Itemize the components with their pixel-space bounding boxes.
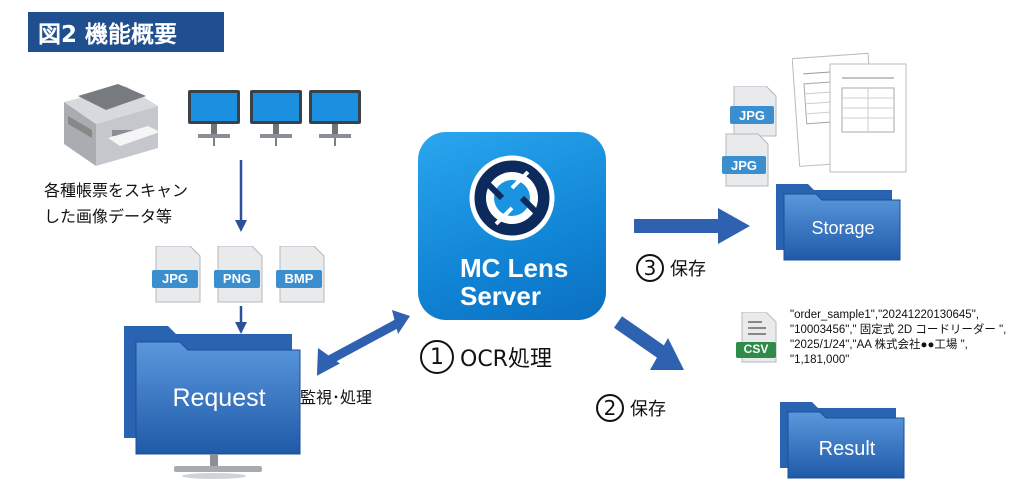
computer-icon — [309, 90, 361, 146]
step-label: 保存 — [630, 399, 666, 420]
step-label: 保存 — [670, 259, 706, 280]
request-folder-icon — [124, 326, 301, 479]
input-file-tiles — [152, 246, 325, 303]
csv-line: "10003456"," 固定式 2D コードリーダー ", — [790, 324, 1007, 336]
storage-folder-icon — [776, 184, 901, 261]
file-jpg-icon — [152, 246, 201, 303]
file-format-label: BMP — [284, 271, 314, 286]
scanner-icon — [64, 84, 160, 166]
csv-line: "1,181,000" — [790, 354, 850, 366]
csv-line: "2025/1/24","AA 株式会社●●工場 ", — [790, 339, 968, 351]
server-name-line1: MC Lens — [460, 253, 569, 283]
arrow-down-icon — [235, 322, 247, 334]
file-format-label: JPG — [161, 271, 188, 286]
step-number: 2 — [596, 394, 624, 422]
result-folder-icon — [780, 402, 905, 479]
result-folder-label: Result — [818, 438, 876, 460]
csv-file-icon — [736, 312, 777, 363]
storage-file-tiles — [722, 86, 777, 187]
computer-icon — [188, 90, 240, 146]
step-number: 1 — [420, 340, 454, 374]
arrow-down-right-icon — [650, 338, 684, 370]
file-png-icon — [214, 246, 263, 303]
step-ocr: 1 OCR処理 — [420, 340, 552, 374]
lens-logo-icon — [469, 155, 555, 241]
file-bmp-icon — [276, 246, 325, 303]
computer-icon — [250, 90, 302, 146]
storage-folder-label: Storage — [811, 218, 875, 238]
scan-caption-line: 各種帳票をスキャン — [44, 181, 189, 200]
step-label: OCR処理 — [460, 347, 552, 372]
mc-lens-server-tile: MC Lens Server — [418, 132, 606, 320]
bidirectional-arrow-icon — [316, 310, 410, 376]
file-format-label: JPG — [730, 158, 757, 173]
file-format-label: PNG — [222, 271, 252, 286]
step-save-result: 2 保存 — [596, 394, 666, 422]
arrow-right-icon — [718, 208, 750, 244]
arrow-down-icon — [235, 220, 247, 232]
file-jpg-icon — [730, 86, 777, 137]
scan-caption-line: した画像データ等 — [44, 207, 173, 226]
file-jpg-icon — [722, 133, 769, 187]
scan-caption: 各種帳票をスキャン した画像データ等 — [44, 178, 188, 230]
request-folder-label: Request — [172, 384, 266, 412]
server-name-line2: Server — [460, 281, 541, 311]
step-number: 3 — [636, 254, 664, 282]
csv-content: "order_sample1","20241220130645", "10003… — [790, 308, 1020, 368]
step-save-storage: 3 保存 — [636, 254, 706, 282]
figure-title: 図2 機能概要 — [28, 12, 224, 52]
csv-icon-label: CSV — [743, 342, 769, 356]
document-form-icon — [792, 52, 907, 173]
file-format-label: JPG — [738, 108, 765, 123]
monitor-process-label: 監視･処理 — [300, 388, 373, 407]
csv-line: "order_sample1","20241220130645", — [790, 309, 979, 321]
